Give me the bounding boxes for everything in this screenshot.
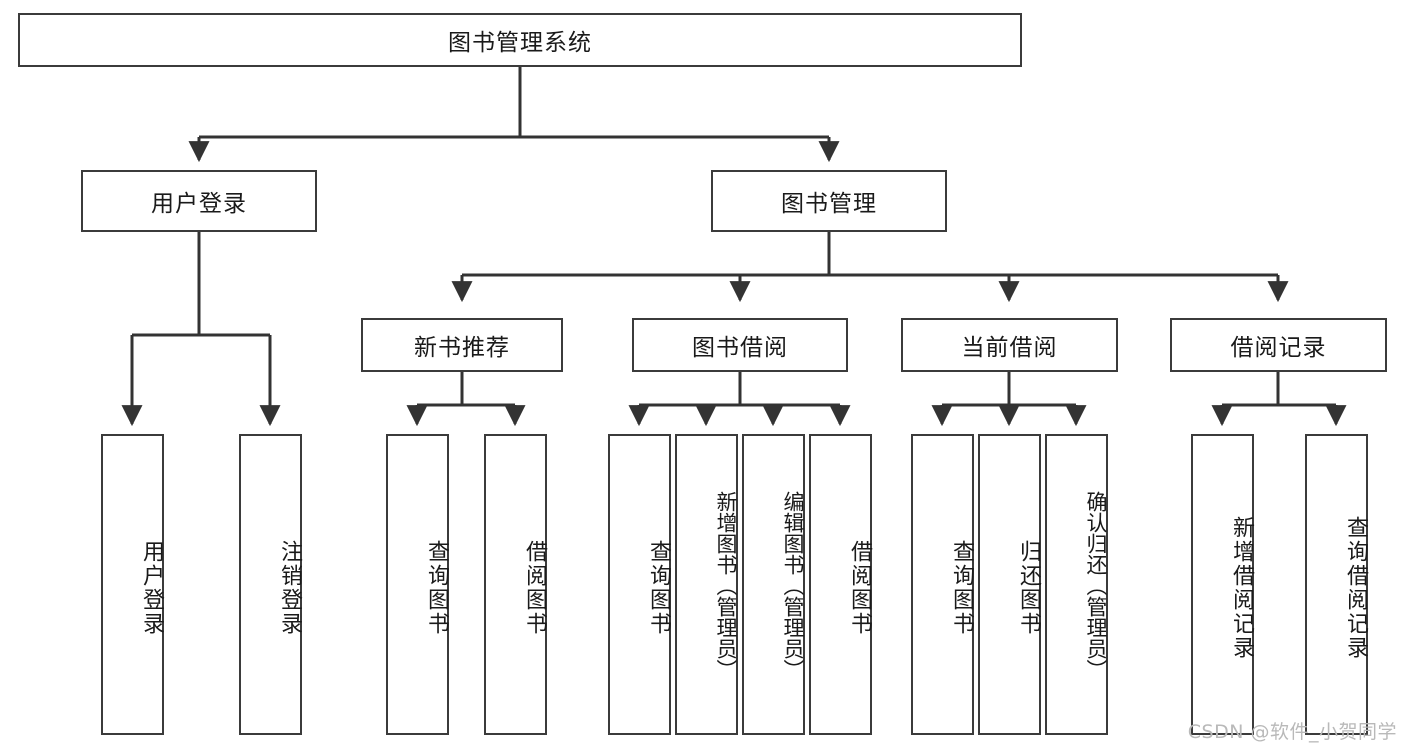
node-label: 图书管理系统 <box>448 30 592 56</box>
node-label: 借阅记录 <box>1230 335 1327 361</box>
leaf-nb-borrow-book[interactable]: 借阅图书 <box>484 434 547 735</box>
node-label: 注销登录 <box>277 539 302 636</box>
node-borrow-record[interactable]: 借阅记录 <box>1170 318 1387 372</box>
leaf-nb-query-book[interactable]: 查询图书 <box>386 434 449 735</box>
leaf-cb-confirm-return-admin[interactable]: 确认归还（管理员） <box>1045 434 1108 735</box>
node-label: 借阅图书 <box>847 539 872 636</box>
leaf-br-query-record[interactable]: 查询借阅记录 <box>1305 434 1368 735</box>
leaf-user-login[interactable]: 用户登录 <box>101 434 164 735</box>
node-label: 新增借阅记录 <box>1229 515 1254 660</box>
node-label: 新书推荐 <box>414 335 510 361</box>
node-label: 图书管理 <box>781 191 877 217</box>
leaf-logout[interactable]: 注销登录 <box>239 434 302 735</box>
leaf-bb-edit-book-admin[interactable]: 编辑图书（管理员） <box>742 434 805 735</box>
node-user-login[interactable]: 用户登录 <box>81 170 317 232</box>
node-root-book-management-system[interactable]: 图书管理系统 <box>18 13 1022 67</box>
leaf-br-add-record[interactable]: 新增借阅记录 <box>1191 434 1254 735</box>
node-label: 当前借阅 <box>961 335 1058 361</box>
node-label: 确认归还（管理员） <box>1084 491 1108 680</box>
node-book-borrow[interactable]: 图书借阅 <box>632 318 848 372</box>
node-label: 查询图书 <box>646 539 671 636</box>
leaf-cb-query-book[interactable]: 查询图书 <box>911 434 974 735</box>
node-book-management[interactable]: 图书管理 <box>711 170 947 232</box>
node-label: 新增图书（管理员） <box>714 491 738 680</box>
node-label: 用户登录 <box>139 539 164 636</box>
node-label: 编辑图书（管理员） <box>781 491 805 680</box>
node-label: 查询图书 <box>949 539 974 636</box>
node-current-borrow[interactable]: 当前借阅 <box>901 318 1118 372</box>
node-label: 用户登录 <box>151 191 247 217</box>
leaf-cb-return-book[interactable]: 归还图书 <box>978 434 1041 735</box>
leaf-bb-borrow-book[interactable]: 借阅图书 <box>809 434 872 735</box>
leaf-bb-query-book[interactable]: 查询图书 <box>608 434 671 735</box>
node-label: 查询借阅记录 <box>1343 515 1368 660</box>
leaf-bb-add-book-admin[interactable]: 新增图书（管理员） <box>675 434 738 735</box>
node-label: 归还图书 <box>1016 539 1041 636</box>
node-new-book-recommend[interactable]: 新书推荐 <box>361 318 563 372</box>
node-label: 图书借阅 <box>692 335 788 361</box>
node-label: 借阅图书 <box>522 539 547 636</box>
node-label: 查询图书 <box>424 539 449 636</box>
